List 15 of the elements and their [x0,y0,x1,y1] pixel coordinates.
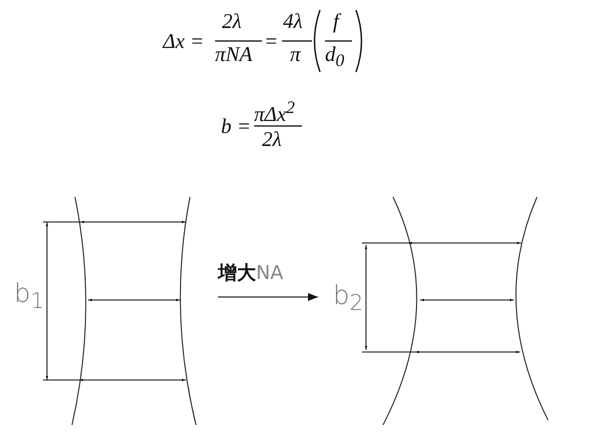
formula-term: π [290,43,301,65]
formula-term: πΔx$^{2}$ [254,96,295,125]
formula-term: b = [221,115,251,137]
formula-term: πNA [215,43,252,65]
arrow [218,293,318,301]
edge-label: 增大NA [218,262,284,284]
dimension-label: b$_{1}$ [14,280,44,316]
formula-term: d$_{0}$ [325,43,344,72]
formula-term: Δx = [163,30,204,52]
formula-term: 2λ [222,10,242,32]
formula-term: = [264,30,278,52]
dimension-label: b$_{2}$ [333,282,364,318]
formula-term: f [333,10,339,32]
formula-term: 4λ [283,10,303,32]
formula-term: 2λ [262,128,282,150]
